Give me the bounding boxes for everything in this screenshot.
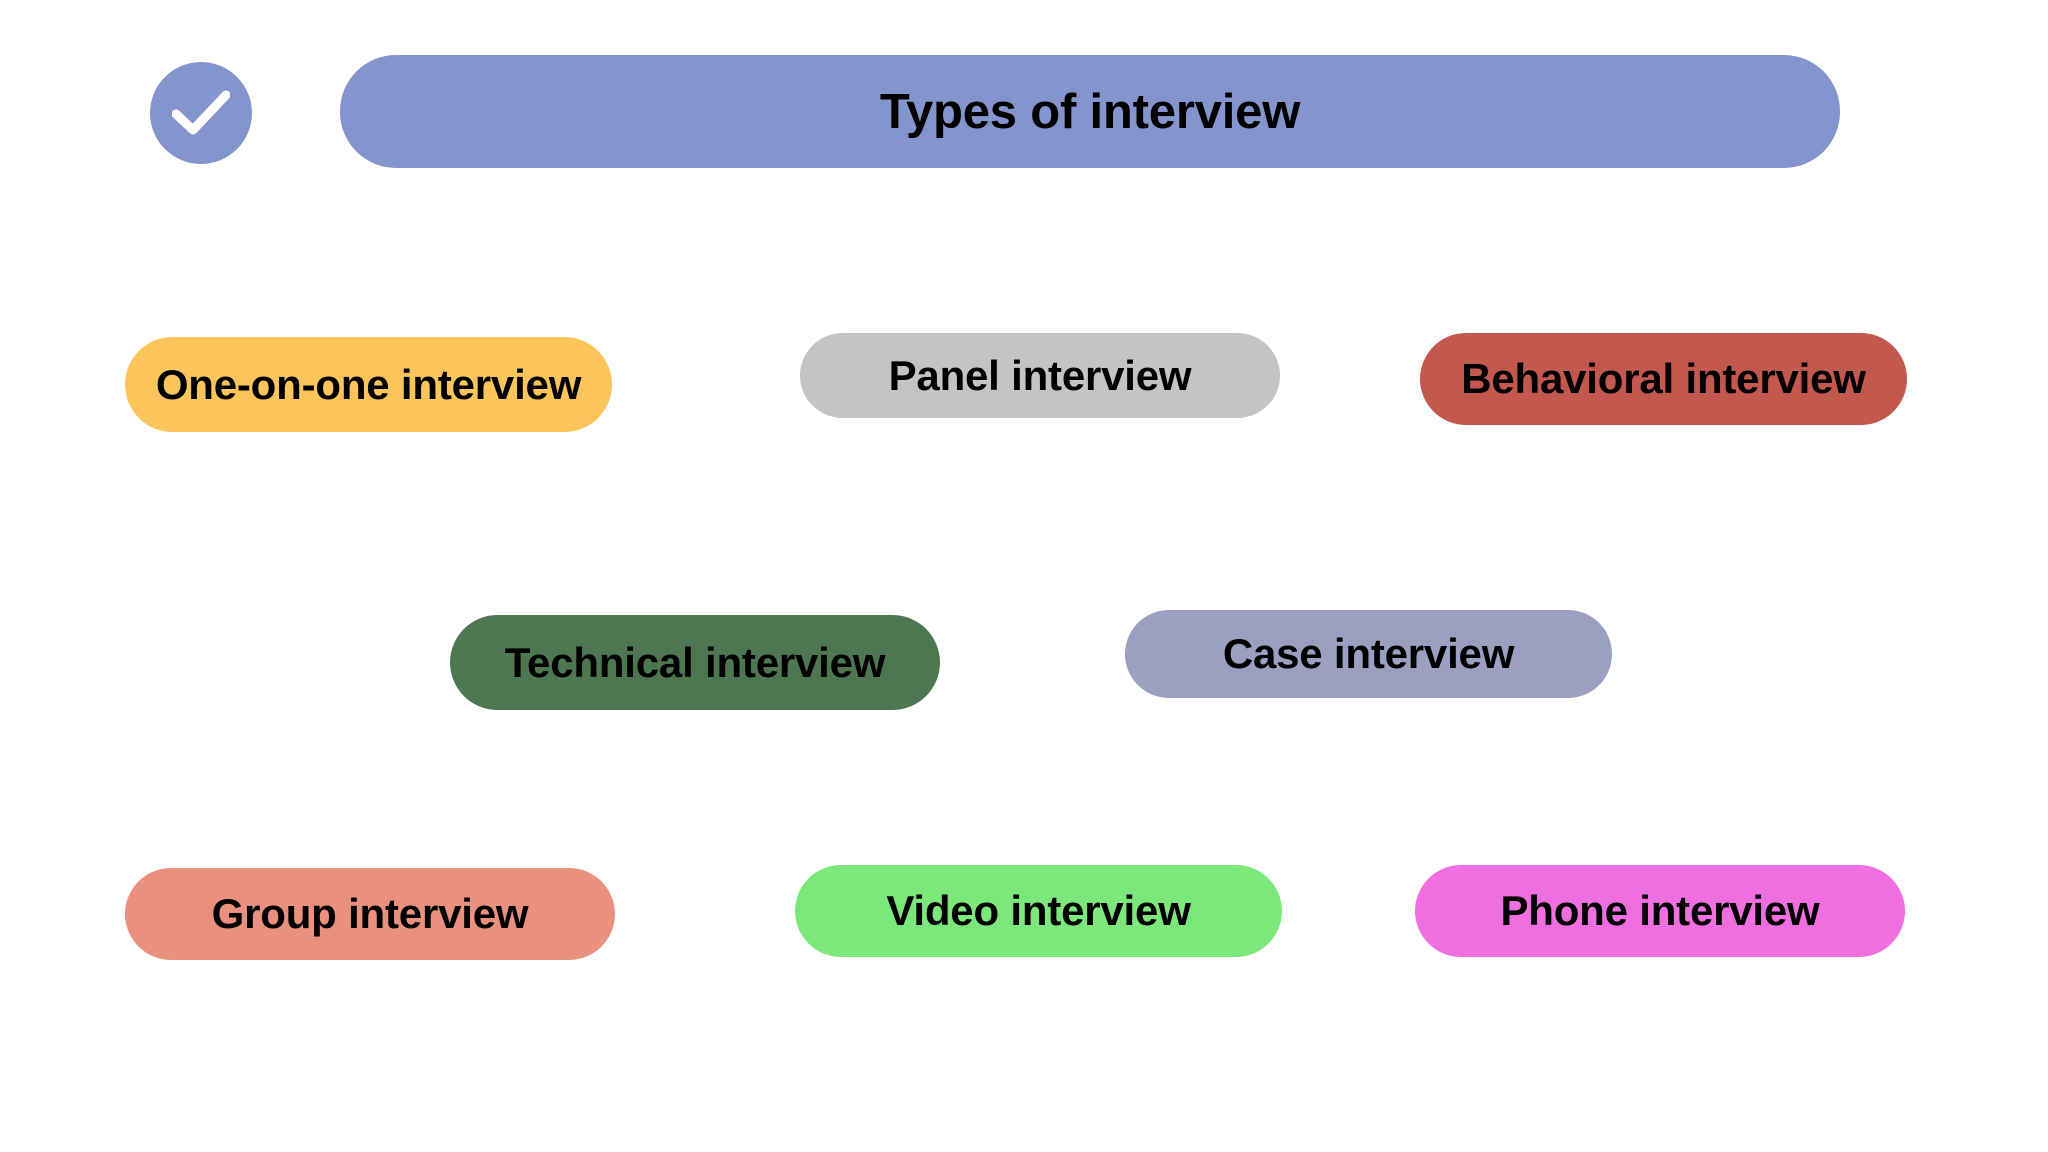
- pill-panel-interview[interactable]: Panel interview: [800, 333, 1280, 418]
- pill-label: Group interview: [211, 890, 529, 937]
- pill-label: Case interview: [1222, 630, 1515, 677]
- pill-label: Technical interview: [504, 638, 886, 686]
- pill-behavioral-interview[interactable]: Behavioral interview: [1420, 333, 1907, 425]
- header-bar: Types of interview: [340, 55, 1840, 168]
- pill-one-on-one-interview[interactable]: One-on-one interview: [125, 337, 612, 432]
- pill-technical-interview[interactable]: Technical interview: [450, 615, 940, 710]
- pill-label: Behavioral interview: [1461, 355, 1866, 402]
- pill-label: Video interview: [886, 887, 1191, 934]
- pill-label: One-on-one interview: [155, 360, 582, 408]
- pill-case-interview[interactable]: Case interview: [1125, 610, 1612, 698]
- pill-label: Panel interview: [888, 351, 1192, 399]
- pill-label: Phone interview: [1500, 887, 1820, 934]
- pill-phone-interview[interactable]: Phone interview: [1415, 865, 1905, 957]
- pill-group-interview[interactable]: Group interview: [125, 868, 615, 960]
- pill-video-interview[interactable]: Video interview: [795, 865, 1282, 957]
- page-title: Types of interview: [879, 84, 1301, 139]
- check-circle-icon: [150, 62, 252, 164]
